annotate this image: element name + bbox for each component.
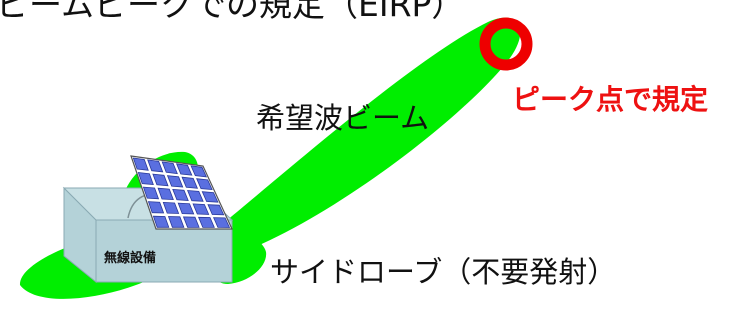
antenna-panel-cell (147, 159, 164, 173)
antenna-panel-cell (147, 201, 165, 214)
antenna-panel-cell (197, 216, 215, 228)
main-beam-lobe (201, 17, 521, 258)
antenna-panel-cell (162, 201, 180, 214)
equipment-label: 無線設備 (104, 250, 156, 266)
peak-point-label: ピーク点で規定 (512, 83, 709, 116)
figure-title: ビームピークでの規定（EIRP） (0, 0, 465, 24)
antenna-panel-cell (212, 217, 231, 228)
antenna-panel-cell (196, 178, 213, 190)
antenna-panel-cell (201, 191, 219, 203)
antenna-panel-cell (192, 203, 210, 215)
antenna-panel-cell (167, 216, 185, 228)
antenna-panel-cell (172, 188, 189, 201)
peak-point-marker (479, 17, 533, 71)
antenna-panel-cell (177, 202, 195, 215)
antenna-panel-cell (181, 176, 199, 189)
antenna-panel-cell (175, 163, 193, 176)
antenna-panel-cell (132, 157, 149, 171)
antenna-panel-cell (182, 216, 200, 228)
antenna-panel-cell (152, 215, 170, 228)
antenna-panel (130, 155, 233, 230)
antenna-panel-cell (207, 204, 225, 216)
antenna-panel-cells (132, 157, 231, 228)
antenna-panel-cell (152, 173, 169, 187)
antenna-panel-cell (157, 187, 174, 201)
antenna-panel-cell (166, 175, 184, 188)
antenna-panel-cell (142, 186, 160, 200)
desired-beam-label: 希望波ビーム (256, 101, 430, 135)
antenna-panel-cell (137, 172, 154, 185)
antenna-panel-cell (161, 161, 178, 175)
antenna-panel-cell (186, 190, 204, 202)
antenna-panel-cell (190, 165, 208, 178)
side-lobe-label: サイドローブ（不要発射） (270, 255, 617, 289)
